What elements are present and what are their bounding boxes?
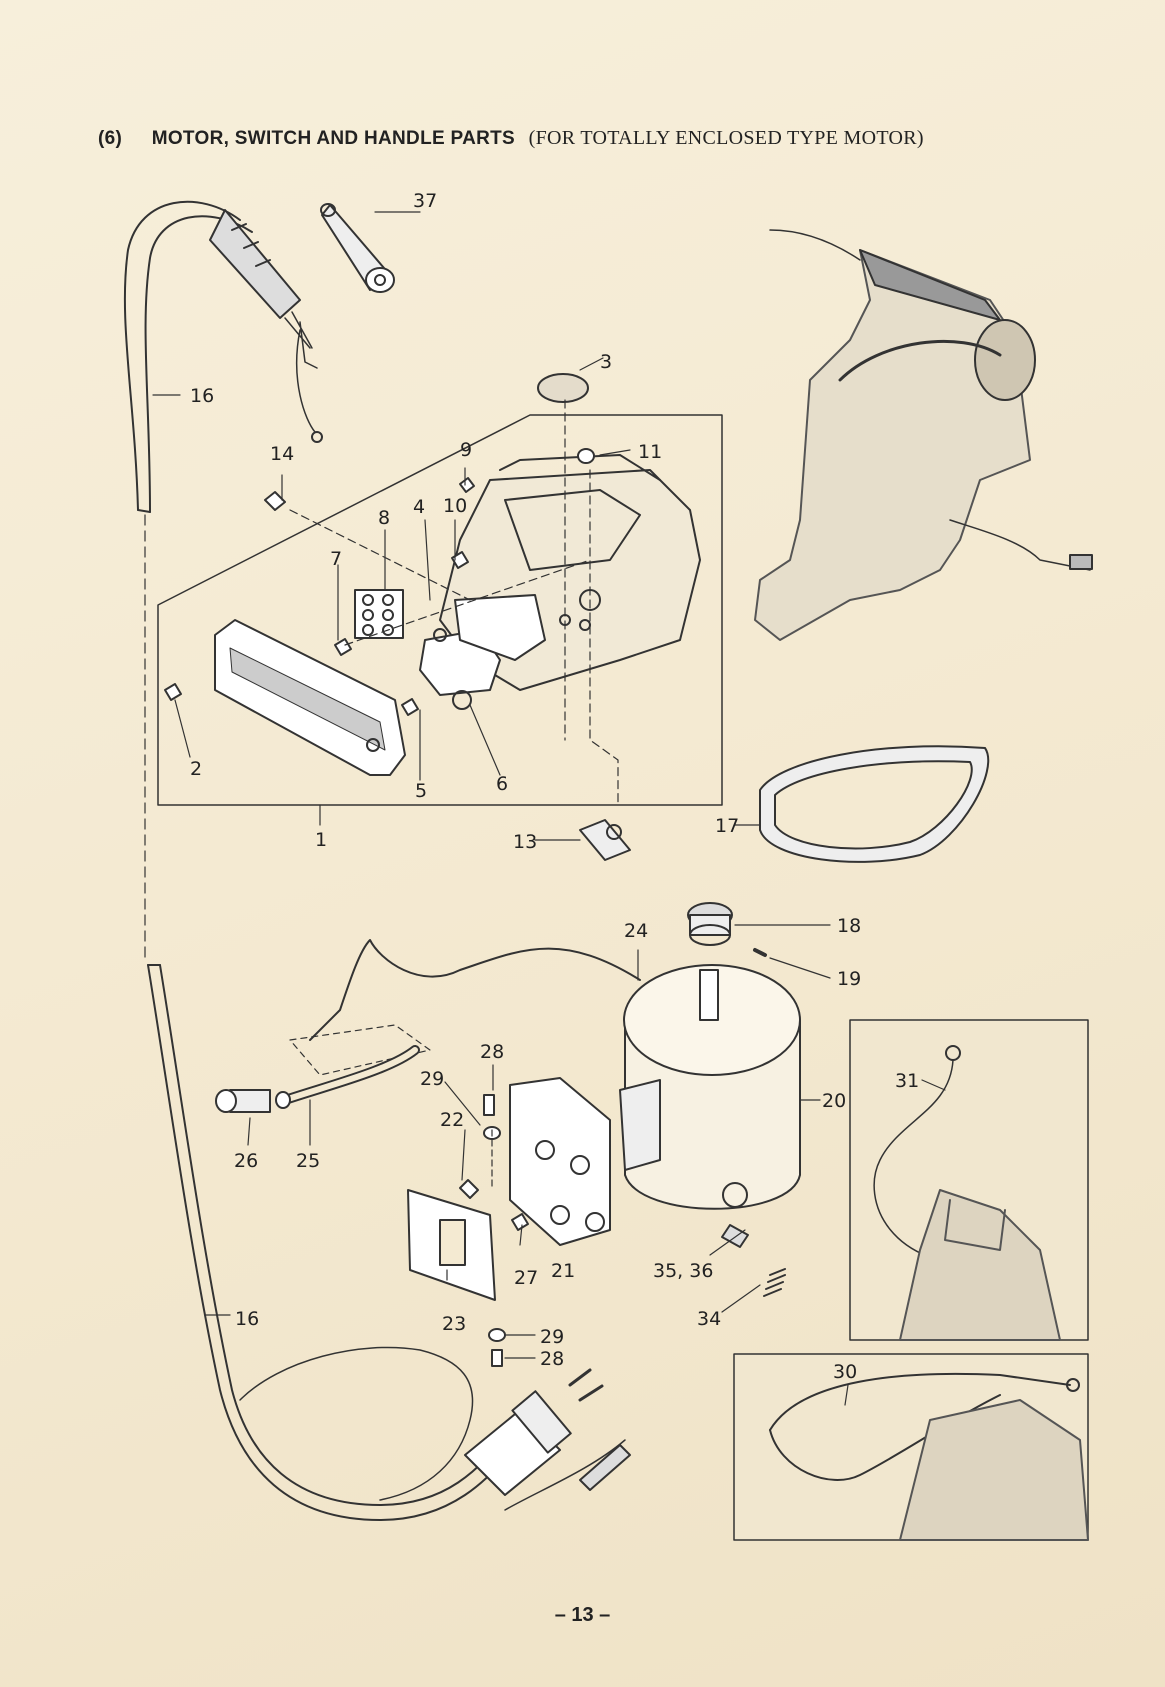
callout-16-lower: 16 — [235, 1308, 259, 1330]
callout-26: 26 — [234, 1150, 258, 1172]
callout-37: 37 — [413, 190, 437, 212]
callout-4: 4 — [413, 496, 425, 518]
callout-35-36: 35, 36 — [653, 1260, 713, 1282]
callout-13: 13 — [513, 831, 537, 853]
cord-clamp-bracket — [580, 820, 630, 860]
spring — [764, 1269, 785, 1296]
part-3-shape — [538, 374, 588, 402]
callout-10: 10 — [443, 495, 467, 517]
power-cord-upper — [125, 202, 322, 512]
timing-belt — [760, 746, 988, 862]
callout-34: 34 — [697, 1308, 721, 1330]
callout-1: 1 — [315, 829, 327, 851]
callout-23: 23 — [442, 1313, 466, 1335]
terminal-block — [355, 590, 403, 638]
pulley — [688, 903, 765, 955]
inset-box-31 — [850, 1020, 1088, 1340]
motor — [620, 965, 800, 1247]
callout-18: 18 — [837, 915, 861, 937]
callout-16-upper: 16 — [190, 385, 214, 407]
callout-8: 8 — [378, 507, 390, 529]
callout-11: 11 — [638, 441, 662, 463]
callout-22: 22 — [440, 1109, 464, 1131]
callout-6: 6 — [496, 773, 508, 795]
callout-7: 7 — [330, 548, 342, 570]
callout-2: 2 — [190, 758, 202, 780]
callout-30: 30 — [833, 1361, 857, 1383]
callout-29-upper: 29 — [420, 1068, 444, 1090]
callout-25: 25 — [296, 1150, 320, 1172]
callout-27: 27 — [514, 1267, 538, 1289]
callout-19: 19 — [837, 968, 861, 990]
callout-29-lower: 29 — [540, 1326, 564, 1348]
page-number: – 13 – — [0, 1604, 1165, 1627]
handle-grip-part — [321, 204, 394, 292]
callout-28-upper: 28 — [480, 1041, 504, 1063]
callout-24: 24 — [624, 920, 648, 942]
motor-wire — [310, 940, 640, 1040]
callout-17: 17 — [715, 815, 739, 837]
callout-20: 20 — [822, 1090, 846, 1112]
callout-3: 3 — [600, 351, 612, 373]
bushing-and-tube — [216, 1050, 415, 1112]
callout-28-lower: 28 — [540, 1348, 564, 1370]
motor-brackets — [408, 1078, 610, 1300]
callout-31: 31 — [895, 1070, 919, 1092]
inset-box-30 — [734, 1354, 1088, 1540]
callout-9: 9 — [460, 439, 472, 461]
handle-mesh-plate — [215, 620, 405, 775]
callout-21: 21 — [551, 1260, 575, 1282]
callout-5: 5 — [415, 780, 427, 802]
machine-illustration — [755, 230, 1092, 640]
callout-14: 14 — [270, 443, 294, 465]
